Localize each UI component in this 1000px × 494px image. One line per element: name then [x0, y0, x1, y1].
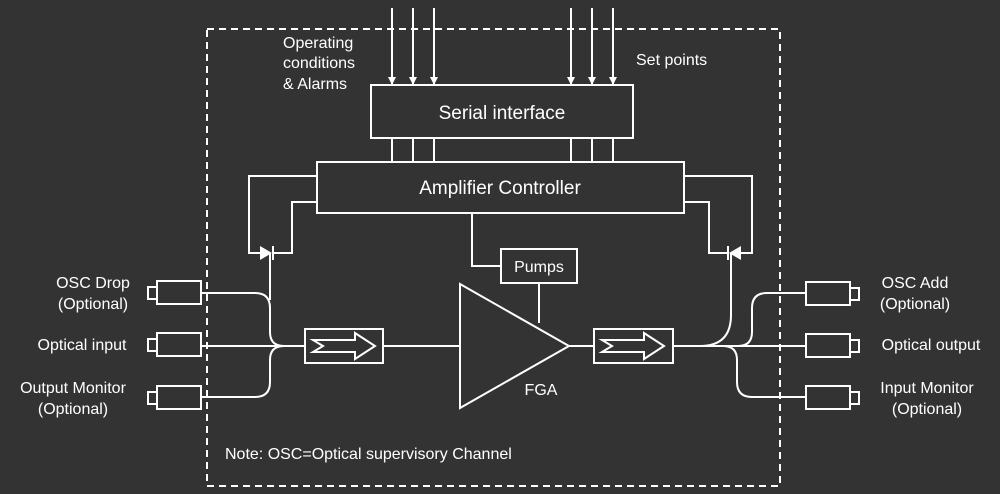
- pumps-label: Pumps: [514, 259, 564, 276]
- output-monitor-connector: [147, 385, 202, 410]
- output-isolator-arrow-icon: [598, 331, 666, 361]
- osc-add-label: OSC Add: [882, 275, 949, 292]
- osc-drop-label: OSC Drop: [56, 275, 130, 292]
- set-points-arrows: [567, 8, 617, 85]
- output-isolator: [593, 328, 674, 364]
- output-monitor-optional-label: (Optional): [38, 401, 108, 418]
- optical-input-connector: [147, 332, 202, 357]
- osc-add-optional-label: (Optional): [880, 296, 950, 313]
- input-monitor-label: Input Monitor: [880, 380, 974, 397]
- control-bus: [391, 138, 614, 162]
- operating-label-line2: conditions: [283, 55, 355, 72]
- operating-label-line3: & Alarms: [283, 76, 347, 93]
- input-monitor-connector: [805, 385, 860, 410]
- set-points-label: Set points: [636, 52, 707, 69]
- left-photodiode: [248, 175, 317, 300]
- output-monitor-label: Output Monitor: [20, 380, 127, 397]
- optical-output-label: Optical output: [882, 337, 981, 354]
- osc-drop-optional-label: (Optional): [58, 296, 128, 313]
- input-isolator: [304, 328, 384, 364]
- fga-label: FGA: [525, 382, 558, 399]
- note-text: Note: OSC=Optical supervisory Channel: [225, 446, 512, 463]
- operating-arrows: [388, 8, 438, 85]
- output-coupler-lines: [673, 292, 806, 398]
- fga-amplifier-triangle: [459, 282, 572, 410]
- right-photodiode: [684, 175, 753, 300]
- operating-label-line1: Operating: [283, 35, 353, 52]
- amplifier-controller-box: [316, 161, 685, 214]
- optical-input-label: Optical input: [38, 337, 127, 354]
- osc-add-connector: [805, 281, 860, 306]
- serial-interface-label: Serial interface: [439, 103, 566, 124]
- optical-output-connector: [805, 333, 860, 358]
- osc-drop-connector: [147, 280, 202, 305]
- input-isolator-arrow-icon: [309, 331, 377, 361]
- amplifier-controller-label: Amplifier Controller: [419, 178, 581, 199]
- input-coupler-lines: [201, 292, 305, 398]
- serial-interface-box: [370, 84, 634, 139]
- controller-to-pumps-line: [471, 213, 501, 267]
- input-monitor-optional-label: (Optional): [892, 401, 962, 418]
